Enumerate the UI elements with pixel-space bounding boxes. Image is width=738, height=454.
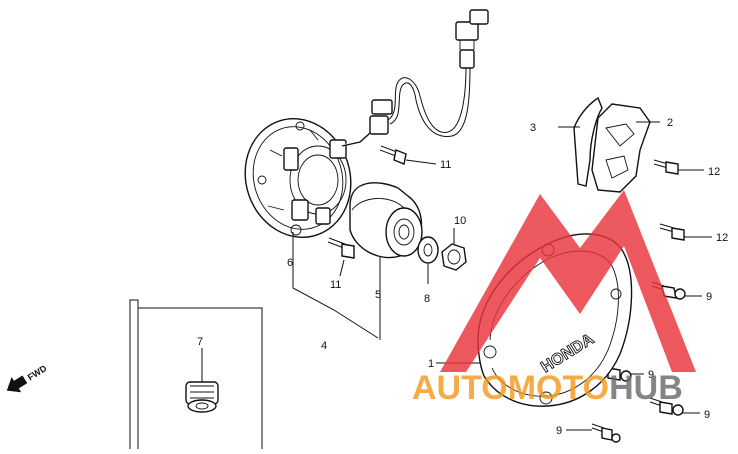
callout-3: 3 [530,122,536,134]
callout-11-a: 11 [440,159,451,171]
callout-9-c: 9 [704,409,710,421]
leader-lines [201,121,712,431]
callout-12-b: 12 [716,232,728,244]
bolt-lower [327,237,355,259]
callout-10: 10 [454,215,466,227]
fwd-arrow: FWD [6,363,49,393]
callout-5: 5 [375,289,381,301]
svg-text:AUTOMOTOHUB: AUTOMOTOHUB [412,369,683,407]
screw-plug-box [129,299,263,449]
callout-9-d: 9 [556,425,562,437]
washer [417,236,439,264]
wire-harness [341,9,489,147]
callouts: 1 2 3 4 5 6 7 8 9 9 9 9 10 11 11 12 12 [197,117,728,437]
callout-7: 7 [197,336,203,348]
callout-6: 6 [287,257,293,269]
callout-9-b: 9 [648,369,654,381]
rotor [349,182,423,259]
callout-2: 2 [667,117,673,129]
bolt-12-lower [659,223,685,241]
callout-4: 4 [321,340,327,352]
callout-9-a: 9 [706,291,712,303]
callout-12-a: 12 [708,166,720,178]
gasket [573,96,603,187]
watermark-logo: AUTOMOTOHUB [412,190,696,407]
callout-1: 1 [428,358,434,370]
callout-11-b: 11 [330,279,341,291]
fwd-label: FWD [26,363,49,383]
bracket [591,103,651,193]
bolt-9-d [591,423,621,443]
screw-plug [185,381,219,413]
callout-8: 8 [424,293,430,305]
bolt-9-c [649,397,684,416]
bolt-upper [379,145,407,165]
bolt-12-upper [653,159,679,175]
watermark-text-hub: HUB [609,369,683,407]
watermark-text-moto: MOTO [508,369,609,407]
stator-plate [244,118,352,238]
watermark-text-auto: AUTO [412,369,508,407]
watermark-triangle-icon [440,190,696,372]
nut [441,243,467,271]
